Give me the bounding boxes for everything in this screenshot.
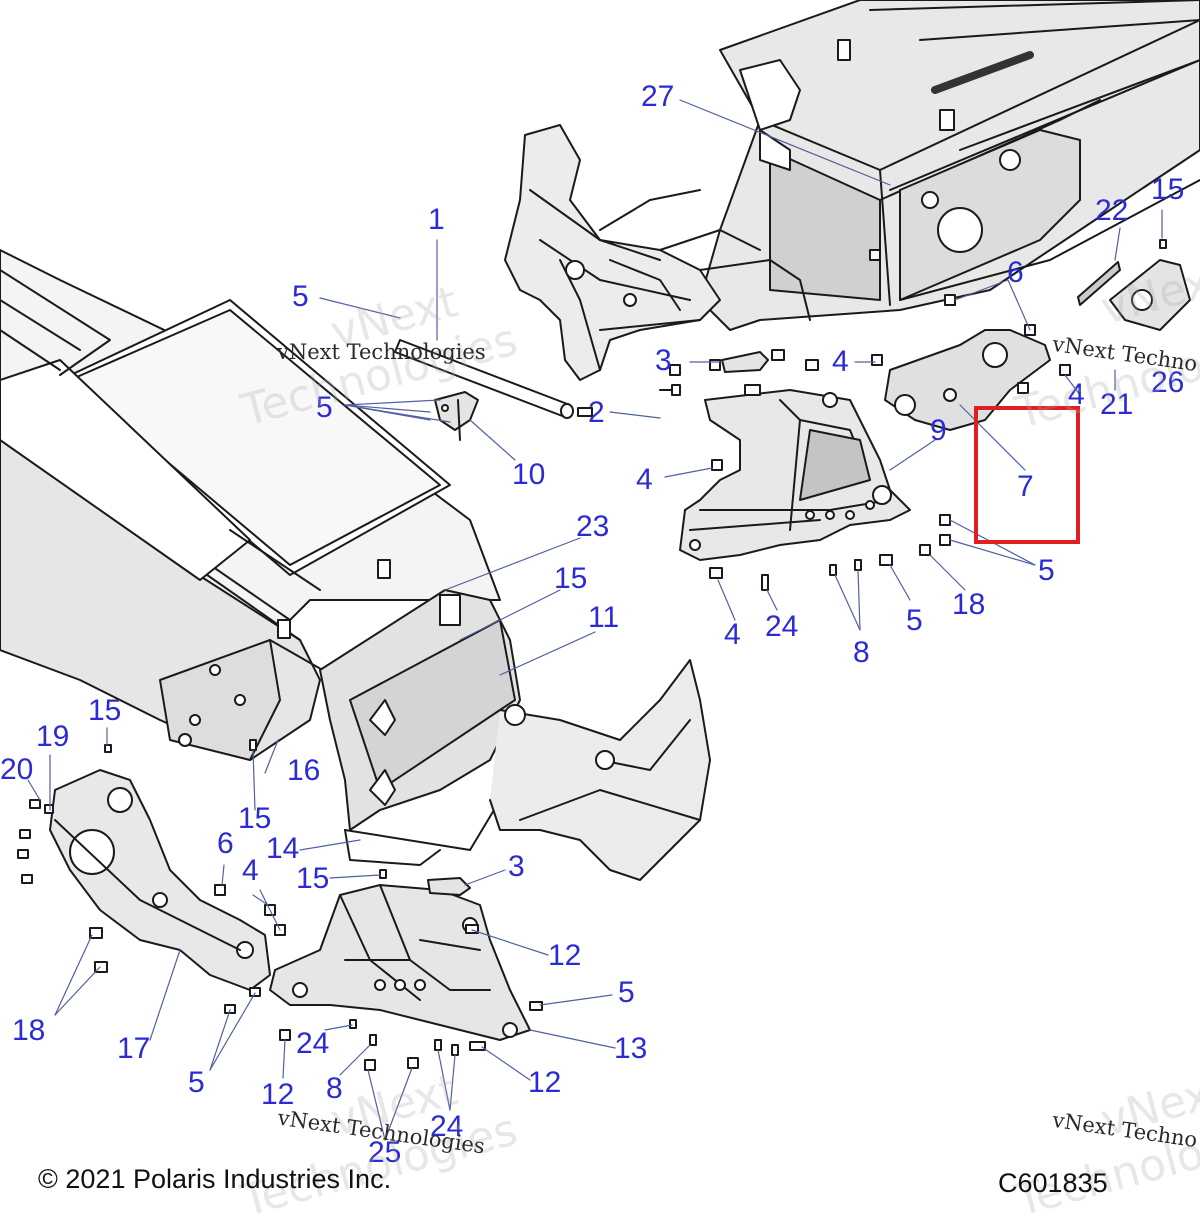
left-tunnel-assembly [0, 249, 501, 761]
callout-22: 22 [1095, 194, 1129, 227]
callout-8: 8 [853, 636, 870, 669]
copyright-text: © 2021 Polaris Industries Inc. [38, 1164, 392, 1194]
callout-10: 10 [512, 458, 546, 491]
callout-18: 18 [952, 588, 986, 621]
plate-part-26 [1109, 259, 1191, 331]
callout-5: 5 [1038, 554, 1055, 587]
upper-tunnel-assembly [699, 0, 1200, 331]
callout-12: 12 [528, 1066, 562, 1099]
callout-24: 24 [765, 610, 799, 643]
callout-27: 27 [641, 80, 675, 113]
callout-24: 24 [430, 1110, 464, 1143]
callout-8: 8 [326, 1072, 343, 1105]
callout-20: 20 [0, 753, 34, 786]
callout-5: 5 [316, 391, 333, 424]
callout-15: 15 [296, 862, 330, 895]
upper-front-frame [504, 124, 811, 381]
callout-5: 5 [292, 280, 309, 313]
callout-15: 15 [1151, 173, 1185, 206]
callout-4: 4 [1068, 378, 1085, 411]
figure-code: C601835 [998, 1168, 1108, 1198]
plate-part-21 [884, 329, 1051, 431]
callout-24: 24 [296, 1027, 330, 1060]
callout-18: 18 [12, 1014, 46, 1047]
callout-1: 1 [428, 203, 445, 236]
callout-5: 5 [188, 1066, 205, 1099]
plate-part-17 [49, 769, 271, 991]
fasteners [17, 239, 1167, 1071]
part-7-highlight-box [974, 406, 1080, 544]
bracket-part-3-upper [721, 351, 769, 373]
bulkhead-part-13 [269, 884, 531, 1041]
leader-lines [27, 99, 1163, 1141]
parts-diagram [0, 0, 1200, 1141]
watermark-text: vNext Technologies [277, 340, 486, 364]
callout-21: 21 [1100, 388, 1134, 421]
callout-3: 3 [508, 850, 525, 883]
callout-16: 16 [287, 754, 321, 787]
callout-7: 7 [1017, 470, 1034, 503]
callout-26: 26 [1151, 366, 1185, 399]
callout-3: 3 [655, 344, 672, 377]
shaft-part-1 [394, 339, 574, 419]
callout-23: 23 [576, 510, 610, 543]
callout-14: 14 [266, 832, 300, 865]
callout-4: 4 [832, 345, 849, 378]
bracket-part-3-lower [427, 877, 471, 896]
callout-15: 15 [554, 562, 588, 595]
bracket-part-10 [434, 391, 479, 441]
callout-17: 17 [117, 1032, 151, 1065]
callout-4: 4 [636, 463, 653, 496]
bulkhead-part-9 [679, 389, 911, 561]
strap-part-22 [1077, 261, 1121, 306]
callout-19: 19 [36, 720, 70, 753]
callout-6: 6 [1007, 256, 1024, 289]
callout-4: 4 [242, 854, 259, 887]
bulkhead-part-11 [319, 589, 711, 881]
callout-2: 2 [588, 396, 605, 429]
callout-9: 9 [930, 414, 947, 447]
callout-15: 15 [88, 694, 122, 727]
callout-11: 11 [588, 601, 620, 634]
callout-25: 25 [368, 1136, 402, 1169]
callout-12: 12 [261, 1078, 295, 1111]
callout-13: 13 [614, 1032, 648, 1065]
callout-6: 6 [217, 827, 234, 860]
callout-4: 4 [724, 618, 741, 651]
callout-15: 15 [238, 802, 272, 835]
callout-5: 5 [906, 604, 923, 637]
callout-5: 5 [618, 976, 635, 1009]
callout-12: 12 [548, 939, 582, 972]
